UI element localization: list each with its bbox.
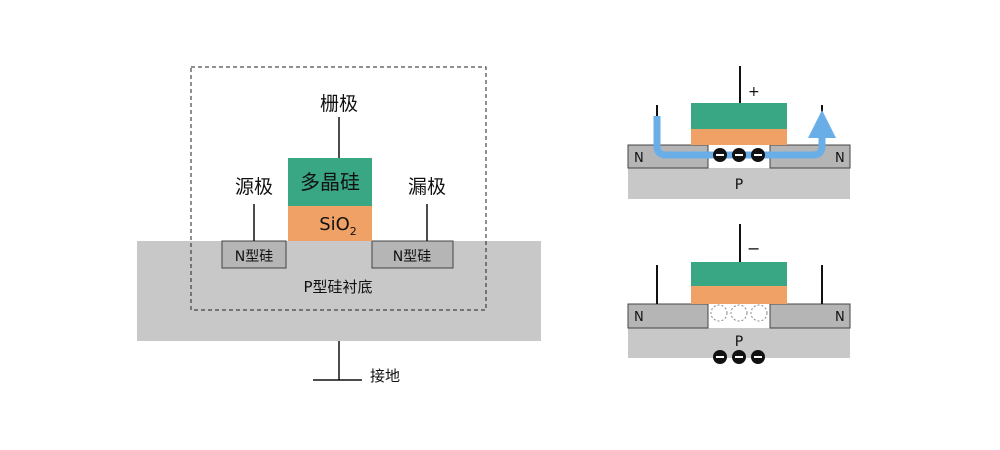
electron	[713, 148, 727, 162]
n-region-left-label: N型硅	[235, 249, 273, 265]
n-region-right	[371, 240, 454, 269]
channel-holes	[710, 304, 768, 322]
n-right-label: N	[835, 310, 845, 325]
ground-label: 接地	[370, 367, 400, 385]
n-region-left	[627, 303, 709, 329]
p-substrate	[137, 241, 541, 341]
p-label: P	[735, 177, 743, 193]
electron	[751, 148, 765, 162]
n-right-label: N	[835, 151, 845, 166]
poly-gate	[691, 103, 787, 129]
oxide-layer	[288, 206, 372, 241]
n-left-label: N	[634, 310, 644, 325]
electron	[713, 350, 727, 364]
substrate-electrons	[713, 350, 765, 364]
poly-label: 多晶硅	[300, 170, 360, 194]
hole	[710, 304, 728, 322]
top-right-mosfet: + N N P	[627, 66, 851, 199]
gate-sign: +	[748, 84, 760, 100]
dashed-boundary	[190, 66, 487, 311]
electron	[732, 350, 746, 364]
n-region-right	[769, 303, 851, 329]
n-left-label: N	[634, 151, 644, 166]
p-label: P	[735, 334, 743, 350]
poly-gate	[691, 262, 787, 286]
electron	[732, 148, 746, 162]
source-label: 源极	[235, 176, 273, 198]
hole	[730, 304, 748, 322]
bottom-right-mosfet: − N N P	[627, 224, 851, 364]
gate-label: 栅极	[320, 93, 358, 115]
electron	[751, 350, 765, 364]
oxide-layer	[691, 129, 787, 145]
gate-sign: −	[747, 239, 760, 258]
n-region-left	[221, 240, 287, 269]
drain-label: 漏极	[408, 176, 446, 198]
left-mosfet: 栅极 多晶硅 SiO2 源极 漏极 N型硅 N型硅 P型硅衬底 接地	[137, 66, 541, 385]
oxide-subscript: 2	[350, 225, 357, 238]
oxide-layer	[691, 286, 787, 304]
poly-gate	[288, 158, 372, 206]
channel-electrons	[713, 148, 765, 162]
p-substrate	[628, 168, 850, 199]
substrate-label: P型硅衬底	[303, 278, 372, 296]
hole	[750, 304, 768, 322]
oxide-label: SiO2	[319, 214, 357, 238]
n-region-right-label: N型硅	[393, 249, 431, 265]
